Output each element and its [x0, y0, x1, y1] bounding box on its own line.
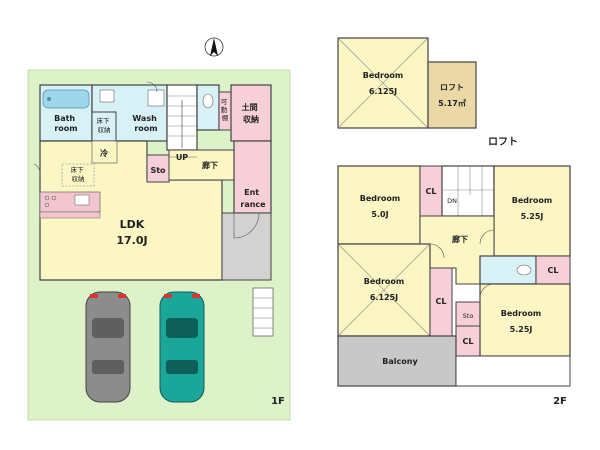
closet-2f-4-label: CL	[548, 266, 559, 275]
bedroom-2f-br-size: 5.25J	[510, 325, 533, 334]
loft-room-size: 5.17㎡	[438, 98, 466, 108]
floor2-label: 2F	[553, 396, 567, 407]
loft-room	[427, 61, 477, 129]
loft-bedroom-label: Bedroom	[363, 71, 404, 80]
up-label: UP	[176, 153, 188, 162]
bath-label: Bath room	[54, 114, 78, 133]
bedroom-2f-tl	[337, 165, 421, 245]
closet-2f-2-label: CL	[436, 297, 447, 306]
loft-floor-label: ロフト	[488, 136, 518, 148]
bedroom-2f-bl-label: Bedroom	[364, 277, 405, 286]
washing-machine-icon	[147, 89, 165, 107]
closet-2f-3-label: CL	[463, 337, 474, 346]
wash-basin-icon	[99, 89, 115, 103]
bedroom-2f-tr	[493, 165, 571, 257]
movable-shelf-label: 可 動 棚	[221, 98, 230, 122]
floor1-label: 1F	[271, 396, 285, 407]
storage-under-floor-1-label-b: 床下 収納	[96, 116, 111, 134]
floor2-plan: Bedroom 5.0J CL DN Bedroom 5.25J 廊下 CL B…	[337, 165, 571, 407]
doma-storage	[230, 84, 272, 142]
bedroom-2f-br	[479, 283, 571, 357]
car-icon	[85, 291, 131, 403]
bathtub-icon	[42, 89, 90, 109]
storage-under-floor-2-label: 床下 収納	[70, 165, 85, 183]
loft-room-label: ロフト	[440, 83, 464, 92]
bedroom-2f-tl-label: Bedroom	[360, 194, 401, 203]
loft-bedroom-size: 6.125J	[369, 87, 397, 96]
ldk-label: LDK	[120, 218, 145, 231]
balcony-label: Balcony	[382, 357, 418, 366]
storage-under-floor-2	[61, 163, 95, 187]
porch	[221, 212, 272, 281]
wash-label: Wash room	[132, 114, 159, 133]
stairs-2f	[441, 165, 495, 217]
entrance-label: Ent rance	[240, 188, 266, 209]
hallway-1f	[168, 149, 235, 181]
kitchen-icon	[44, 194, 90, 208]
fridge-label: 冷	[100, 148, 108, 158]
hallway-1f-label: 廊下	[202, 160, 218, 170]
balcony	[337, 335, 457, 387]
car-icon	[159, 291, 205, 403]
toilet-icon	[202, 93, 214, 109]
floor1-plan: Bath room 床下 収納 床下 収納 Wash room	[27, 37, 291, 421]
hallway-2f-label: 廊下	[452, 234, 468, 244]
entry-steps	[252, 287, 274, 337]
bedroom-2f-tr-size: 5.25J	[521, 212, 544, 221]
fridge-space	[91, 140, 118, 164]
sto-1f-label: Sto	[150, 166, 166, 175]
toilet-icon	[516, 264, 532, 276]
kitchen-counter	[39, 191, 101, 213]
bedroom-2f-tr-label: Bedroom	[512, 196, 553, 205]
bedroom-2f-tl-size: 5.0J	[371, 210, 388, 219]
closet-2f-1-label: CL	[426, 187, 437, 196]
entrance	[233, 140, 272, 214]
closet-2f-3	[455, 325, 481, 357]
bedroom-2f-br-label: Bedroom	[501, 309, 542, 318]
ldk-size: 17.0J	[116, 234, 147, 247]
doma-storage-label: 土間 収納	[242, 102, 261, 124]
bedroom-2f-bl-size: 6.125J	[370, 293, 398, 302]
loft-plan: Bedroom 6.125J ロフト 5.17㎡ ロフト	[337, 37, 518, 148]
north-arrow-icon	[204, 37, 224, 57]
closet-2f-4	[535, 255, 571, 285]
dn-label: DN	[447, 197, 457, 205]
sto-2f-label: Sto	[463, 312, 474, 320]
